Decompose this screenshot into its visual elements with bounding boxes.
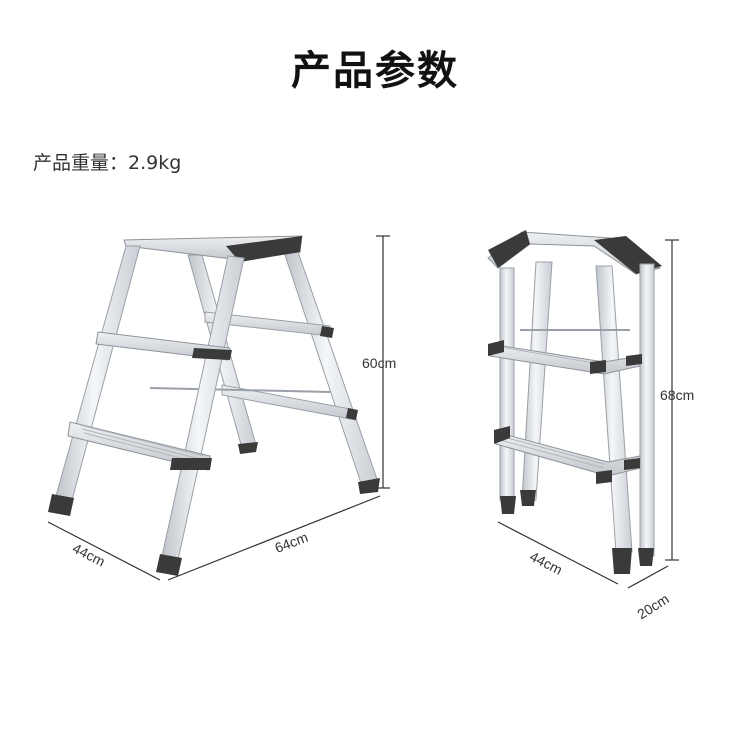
folded-width-label: 44cm [527,548,565,578]
open-length-label: 64cm [272,529,310,556]
open-height-label: 60cm [362,355,396,371]
folded-depth-label: 20cm [634,591,672,623]
product-weight: 产品重量：2.9kg [33,152,182,174]
page-title: 产品参数 [291,48,459,94]
open-depth-label: 44cm [70,540,108,570]
open-ladder [48,235,380,576]
folded-ladder [487,230,662,574]
folded-height-label: 68cm [660,387,694,403]
